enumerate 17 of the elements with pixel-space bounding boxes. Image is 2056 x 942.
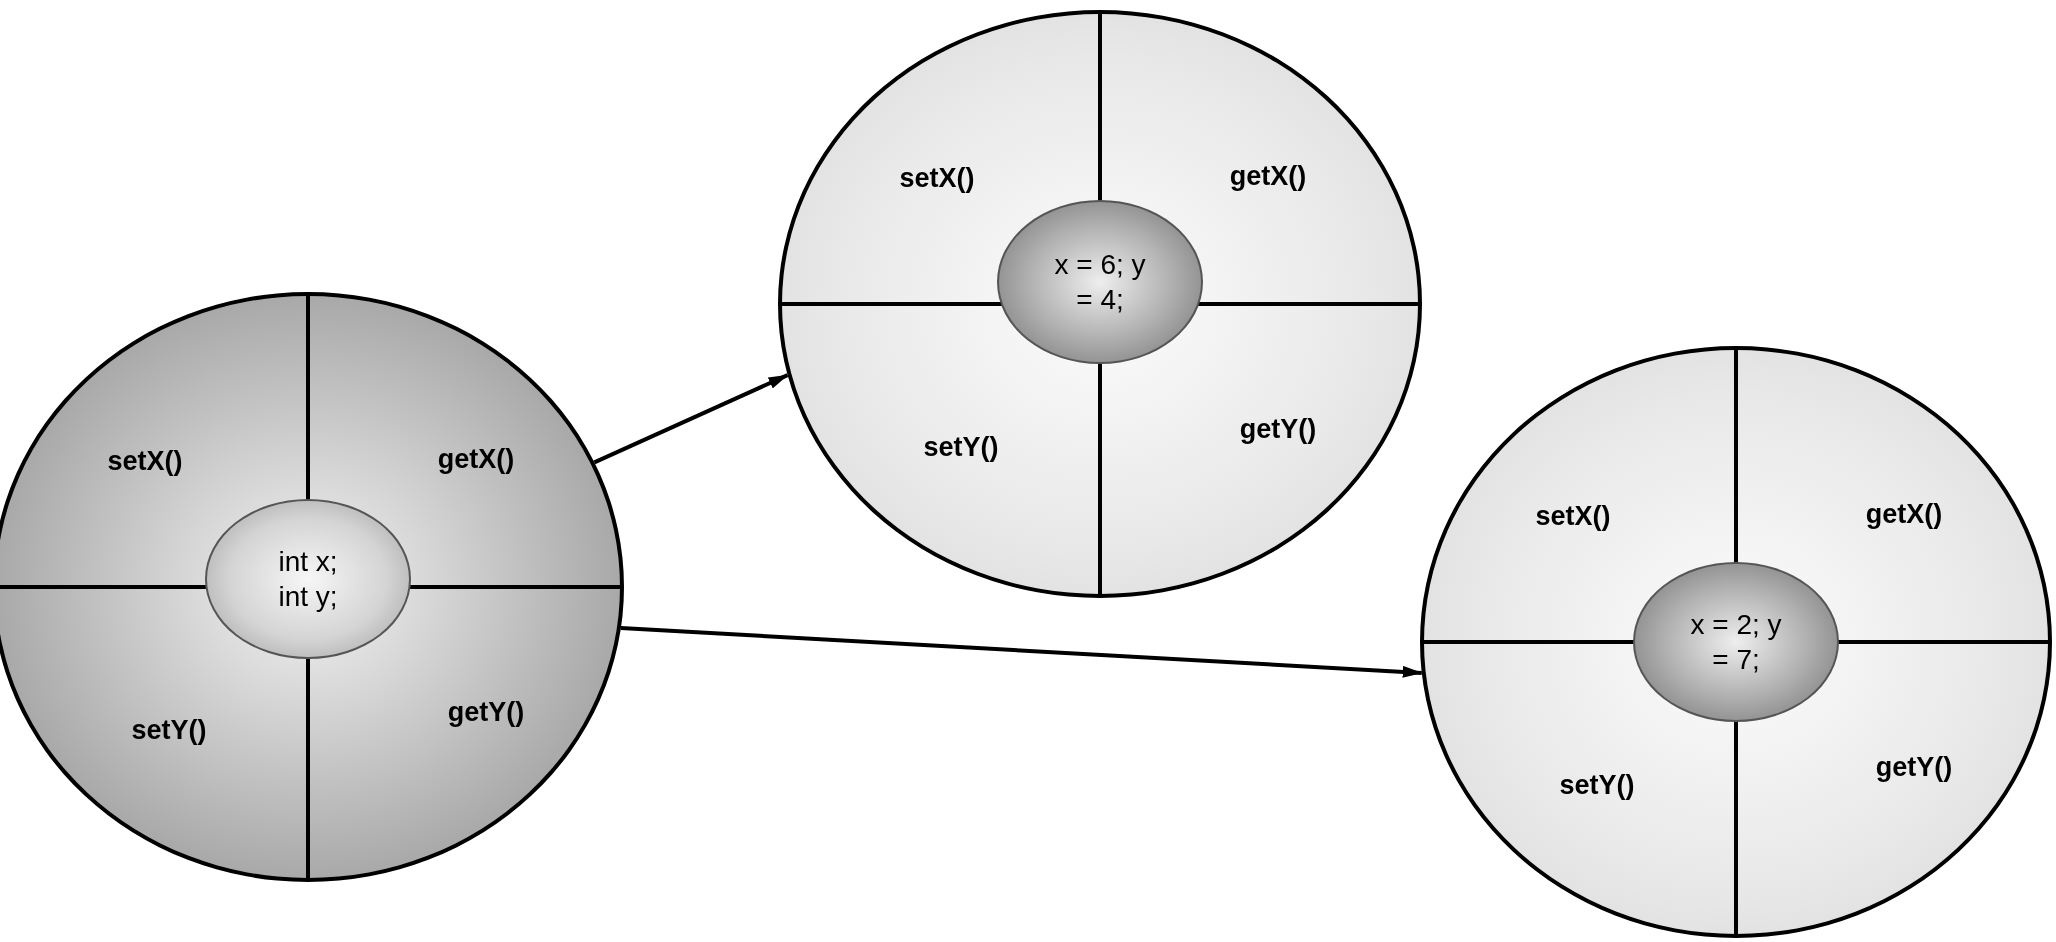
method-label: setY() bbox=[131, 714, 207, 746]
arrow bbox=[593, 373, 789, 465]
method-label: setY() bbox=[1559, 769, 1635, 801]
method-label: setY() bbox=[923, 431, 999, 463]
method-label: getX() bbox=[1865, 498, 1943, 530]
method-label: getY() bbox=[1875, 751, 1953, 783]
method-label: getY() bbox=[447, 696, 525, 728]
field-declaration: x = 2; y = 7; bbox=[1690, 608, 1782, 677]
field-declaration: int x; int y; bbox=[277, 545, 339, 614]
method-label: getY() bbox=[1239, 413, 1317, 445]
method-label: getX() bbox=[437, 443, 515, 475]
method-label: getX() bbox=[1229, 160, 1307, 192]
method-label: setX() bbox=[899, 162, 975, 194]
field-declaration: x = 6; y = 4; bbox=[1054, 248, 1146, 317]
arrow bbox=[620, 626, 1423, 678]
method-label: setX() bbox=[1535, 500, 1611, 532]
method-label: setX() bbox=[107, 445, 183, 477]
